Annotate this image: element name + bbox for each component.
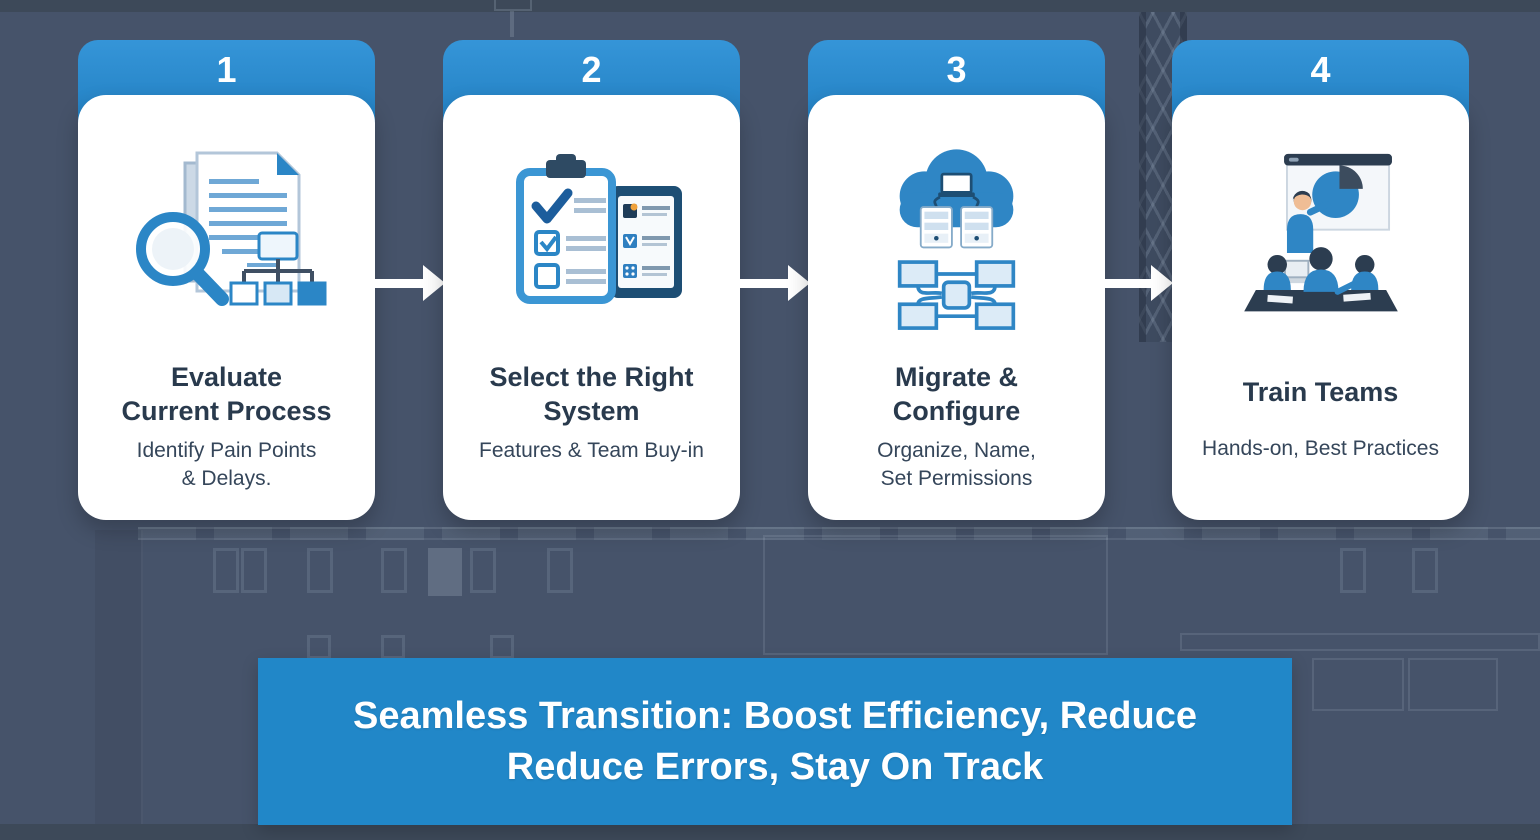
summary-banner: Seamless Transition: Boost Efficiency, R… (258, 658, 1292, 825)
blueprint-window (1340, 548, 1366, 593)
background-top-strip (0, 0, 1540, 12)
blueprint-box (1408, 658, 1498, 711)
arrow-right-icon (375, 265, 445, 301)
blueprint-window (213, 548, 239, 593)
step-1-body: Evaluate Current Process Identify Pain P… (78, 95, 375, 520)
blueprint-window (1412, 548, 1438, 593)
step-1-title: Evaluate Current Process (121, 362, 332, 426)
blueprint-window (428, 548, 462, 596)
blueprint-building-pier (95, 530, 143, 824)
step-card-4: 4 (1172, 40, 1469, 520)
banner-line-1: Seamless Transition: Boost Efficiency, R… (353, 694, 1197, 737)
step-3-title: Migrate & Configure (892, 362, 1021, 426)
step-4-body: Train Teams Hands-on, Best Practices (1172, 95, 1469, 520)
banner-line-2: Reduce Errors, Stay On Track (506, 745, 1044, 788)
arrow-right-icon (1103, 265, 1173, 301)
blueprint-window (381, 635, 405, 659)
step-4-subtitle: Hands-on, Best Practices (1202, 437, 1439, 460)
blueprint-window (307, 635, 331, 659)
blueprint-building-section (763, 535, 1108, 655)
training-presentation-icon (1172, 133, 1469, 338)
step-2-title: Select the Right System (489, 362, 694, 426)
step-3-subtitle: Organize, Name, Set Permissions (877, 439, 1036, 490)
blueprint-window (241, 548, 267, 593)
step-3-number: 3 (946, 49, 967, 90)
step-1-number: 1 (216, 49, 237, 90)
cloud-migration-icon (808, 133, 1105, 338)
checklist-tablet-icon (443, 133, 740, 338)
blueprint-window (381, 548, 407, 593)
blueprint-window (307, 548, 333, 593)
step-4-text: Train Teams Hands-on, Best Practices (1180, 375, 1461, 463)
blueprint-mast-top (494, 0, 532, 11)
step-2-text: Select the Right System Features & Team … (451, 360, 732, 465)
step-1-text: Evaluate Current Process Identify Pain P… (86, 360, 367, 493)
step-2-number: 2 (581, 49, 602, 90)
step-card-1: 1 (78, 40, 375, 520)
step-2-subtitle: Features & Team Buy-in (479, 439, 704, 462)
step-3-text: Migrate & Configure Organize, Name, Set … (816, 360, 1097, 493)
step-4-number: 4 (1310, 49, 1331, 90)
blueprint-building-parapet (138, 527, 1540, 540)
blueprint-window (490, 635, 514, 659)
blueprint-window (470, 548, 496, 593)
step-3-body: Migrate & Configure Organize, Name, Set … (808, 95, 1105, 520)
arrow-right-icon (740, 265, 810, 301)
step-card-3: 3 (808, 40, 1105, 520)
blueprint-box (1312, 658, 1404, 711)
background-bottom-strip (0, 824, 1540, 840)
blueprint-ledge (1180, 633, 1540, 651)
blueprint-window (547, 548, 573, 593)
blueprint-mast-pole (510, 11, 514, 37)
step-card-2: 2 (443, 40, 740, 520)
step-1-subtitle: Identify Pain Points & Delays. (136, 439, 317, 490)
step-2-body: Select the Right System Features & Team … (443, 95, 740, 520)
step-4-title: Train Teams (1242, 377, 1399, 407)
document-search-icon (78, 133, 375, 338)
